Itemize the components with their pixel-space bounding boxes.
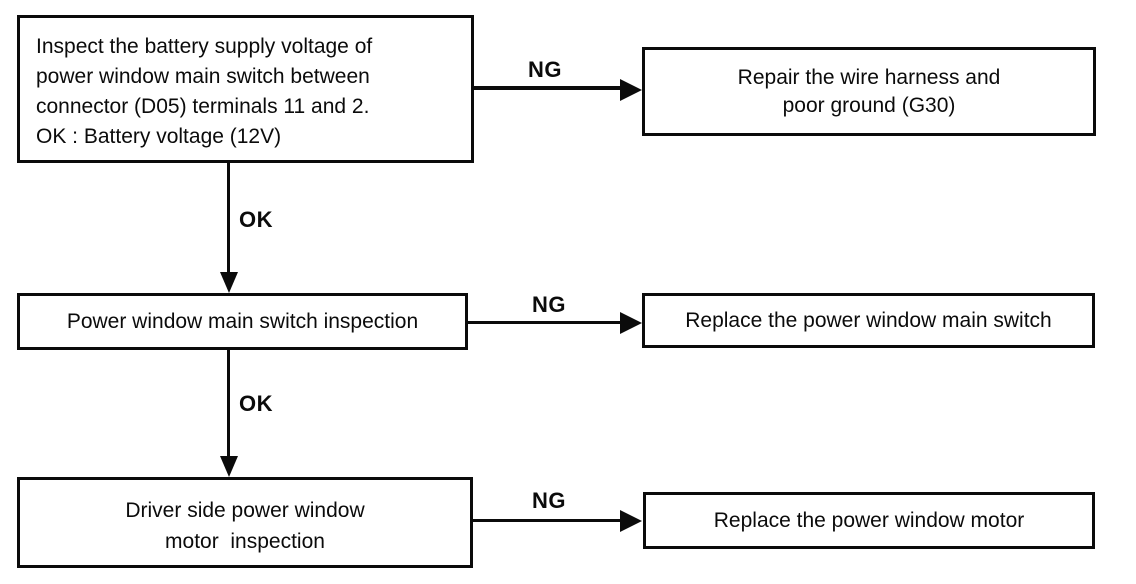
step1-box: Inspect the battery supply voltage of po… [17,15,474,163]
result2-box: Replace the power window main switch [642,293,1095,348]
ok1-arrowhead-down-icon [220,272,238,293]
ng2-connector-line [468,321,622,324]
ng2-edge-label: NG [532,292,566,317]
ng2-arrowhead-right-icon [620,312,642,334]
ng3-connector-line [473,519,622,522]
ng1-arrowhead-right-icon [620,79,642,101]
step2-box: Power window main switch inspection [17,293,468,350]
step3-box: Driver side power window motor inspectio… [17,477,473,568]
step3-text-line: Driver side power window [125,498,365,522]
step1-text-line: power window main switch between [36,65,370,88]
ok2-connector-line [227,350,230,457]
ng3-arrowhead-right-icon [620,510,642,532]
result1-text-line: Repair the wire harness and [737,65,1001,89]
ng1-edge-label: NG [528,57,562,82]
step1-text-line: OK : Battery voltage (12V) [36,125,282,148]
result3-text-line: Replace the power window motor [713,508,1025,532]
step1-text-line: connector (D05) terminals 11 and 2. [36,95,370,118]
step2-text-line: Power window main switch inspection [66,309,419,333]
ok1-edge-label: OK [239,207,273,232]
result1-text-line: poor ground (G30) [782,93,956,117]
ok2-edge-label: OK [239,391,273,416]
step3-text-line: motor inspection [165,529,325,553]
ok2-arrowhead-down-icon [220,456,238,477]
result1-box: Repair the wire harness and poor ground … [642,47,1096,136]
ok1-connector-line [227,163,230,275]
result3-box: Replace the power window motor [643,492,1095,549]
step1-text-line: Inspect the battery supply voltage of [36,35,373,58]
ng3-edge-label: NG [532,488,566,513]
ng1-connector-line [473,86,622,90]
result2-text-line: Replace the power window main switch [685,308,1052,332]
